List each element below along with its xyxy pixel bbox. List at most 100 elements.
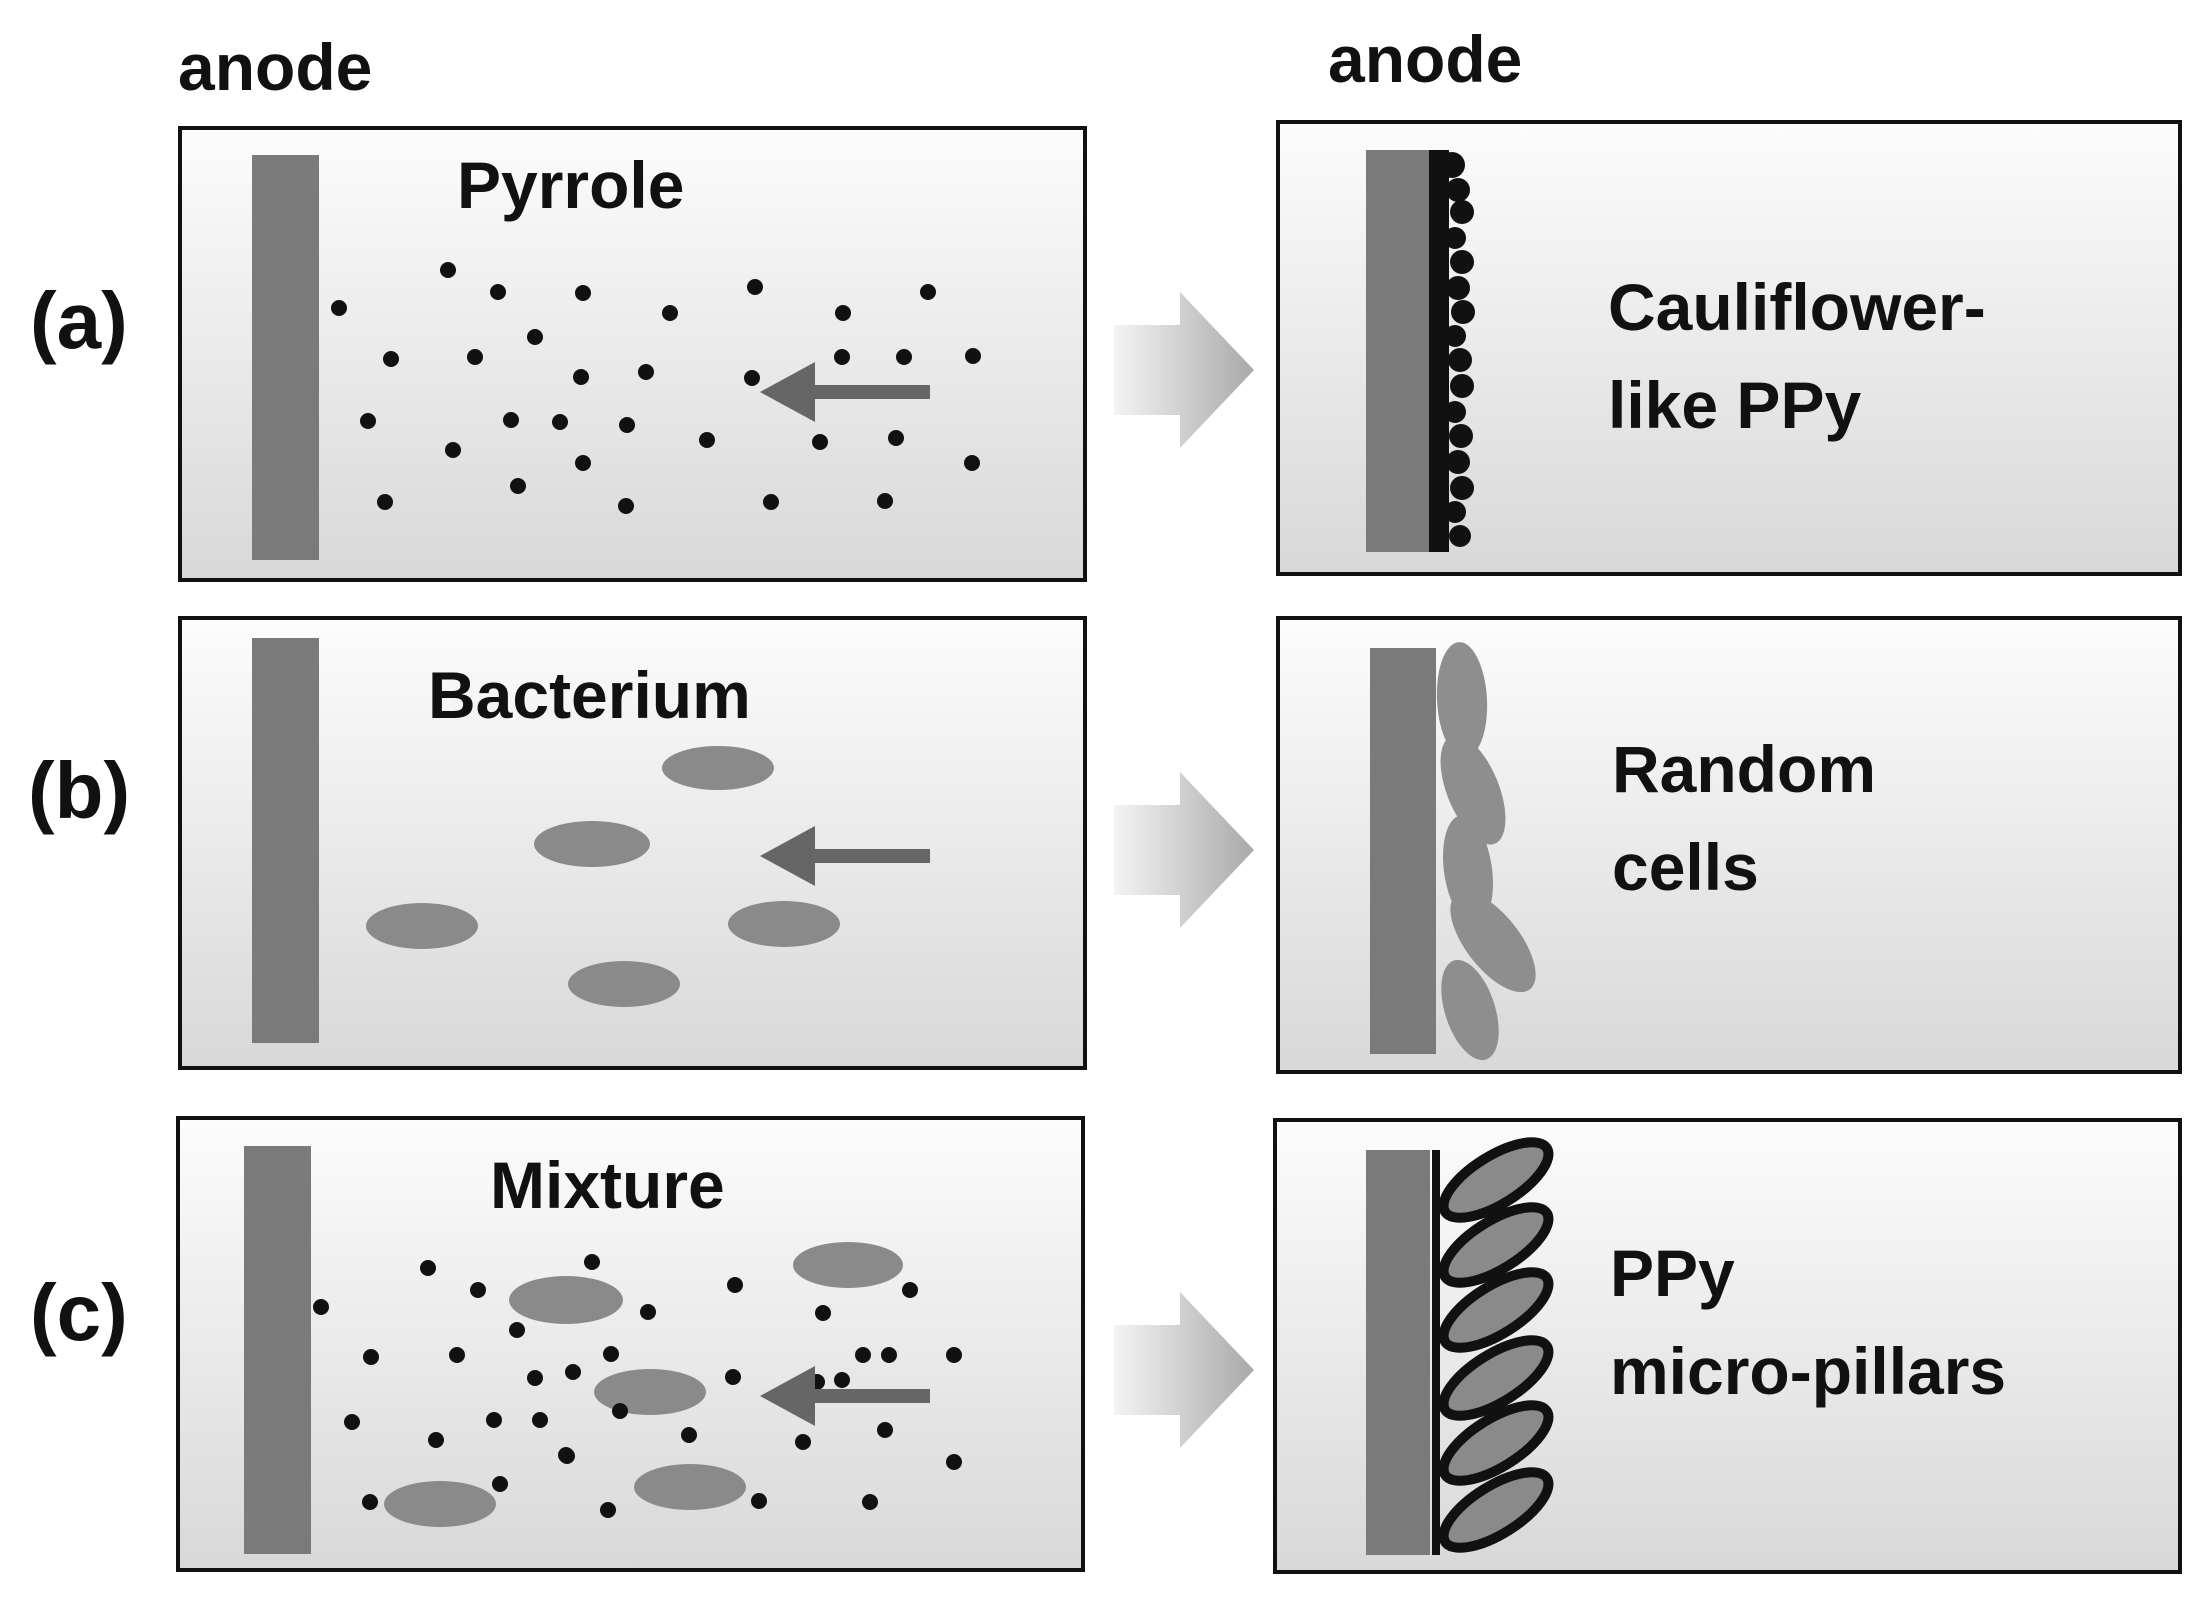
pyrrole-particle bbox=[763, 494, 779, 510]
row-a-transition-arrow bbox=[1114, 292, 1254, 448]
pyrrole-particle bbox=[559, 1448, 575, 1464]
pyrrole-particle bbox=[699, 432, 715, 448]
pyrrole-particle bbox=[946, 1347, 962, 1363]
pyrrole-particle bbox=[855, 1347, 871, 1363]
mixture-cell bbox=[384, 1481, 496, 1527]
row-b-migration-arrow bbox=[760, 826, 930, 886]
row-b-transition-arrow bbox=[1114, 772, 1254, 928]
mixture-cell bbox=[509, 1276, 623, 1324]
ppy-bump bbox=[1444, 401, 1466, 423]
pyrrole-particle bbox=[527, 1370, 543, 1386]
pyrrole-particle bbox=[377, 494, 393, 510]
pyrrole-particle bbox=[744, 370, 760, 386]
ppy-bump bbox=[1450, 200, 1474, 224]
pyrrole-particle bbox=[640, 1304, 656, 1320]
pyrrole-particle bbox=[440, 262, 456, 278]
row-c-migration-arrow bbox=[760, 1366, 930, 1426]
pyrrole-particle bbox=[492, 1476, 508, 1492]
pyrrole-particle bbox=[834, 349, 850, 365]
ppy-deposit-base bbox=[1429, 150, 1449, 552]
pyrrole-particle bbox=[877, 493, 893, 509]
header-anode-left: anode bbox=[178, 30, 372, 104]
pyrrole-particle bbox=[681, 1427, 697, 1443]
bacterium-cell bbox=[366, 903, 478, 949]
row-a-migration-arrow bbox=[760, 362, 930, 422]
pyrrole-particle bbox=[552, 414, 568, 430]
pyrrole-particle bbox=[896, 349, 912, 365]
row-b-input-panel: Bacterium bbox=[178, 616, 1087, 1070]
ppy-bump bbox=[1446, 450, 1470, 474]
pyrrole-particle bbox=[619, 417, 635, 433]
pyrrole-particle bbox=[420, 1260, 436, 1276]
pyrrole-particle bbox=[812, 434, 828, 450]
ppy-bump bbox=[1444, 325, 1466, 347]
pyrrole-particle bbox=[584, 1254, 600, 1270]
pyrrole-particle bbox=[815, 1305, 831, 1321]
pyrrole-particle bbox=[965, 348, 981, 364]
row-a-pyrrole-particles bbox=[331, 262, 981, 514]
row-a-input-panel: Pyrrole bbox=[178, 126, 1087, 582]
pyrrole-particle bbox=[603, 1346, 619, 1362]
pyrrole-particle bbox=[920, 284, 936, 300]
pyrrole-particle bbox=[575, 285, 591, 301]
ppy-bump bbox=[1448, 348, 1472, 372]
pyrrole-particle bbox=[362, 1494, 378, 1510]
pyrrole-particle bbox=[727, 1277, 743, 1293]
pyrrole-particle bbox=[964, 455, 980, 471]
pyrrole-particle bbox=[725, 1369, 741, 1385]
row-a-result-line1: Cauliflower- bbox=[1608, 270, 1986, 344]
row-a-result-electrode bbox=[1366, 150, 1429, 552]
pyrrole-particle bbox=[618, 498, 634, 514]
row-c-label: (c) bbox=[30, 1268, 128, 1357]
ppy-bump bbox=[1446, 276, 1470, 300]
pyrrole-particle bbox=[888, 430, 904, 446]
row-b-input-title: Bacterium bbox=[428, 658, 751, 732]
row-b-label: (b) bbox=[28, 746, 130, 835]
row-a-input-title: Pyrrole bbox=[457, 148, 684, 222]
mixture-cell bbox=[594, 1369, 706, 1415]
pyrrole-particle bbox=[449, 1347, 465, 1363]
row-b-result-panel: Random cells bbox=[1276, 616, 2182, 1074]
pyrrole-particle bbox=[573, 369, 589, 385]
row-c-result-line1: PPy bbox=[1610, 1236, 1735, 1310]
pyrrole-particle bbox=[881, 1347, 897, 1363]
pyrrole-particle bbox=[835, 305, 851, 321]
row-c-pyrrole-particles bbox=[313, 1254, 962, 1518]
row-c-input-panel: Mixture bbox=[176, 1116, 1085, 1572]
cauliflower-ppy-layer bbox=[1429, 150, 1475, 552]
ppy-bump bbox=[1449, 525, 1471, 547]
row-c-result-line2: micro-pillars bbox=[1610, 1334, 2006, 1408]
pyrrole-particle bbox=[503, 412, 519, 428]
pyrrole-particle bbox=[486, 1412, 502, 1428]
pyrrole-particle bbox=[510, 478, 526, 494]
row-c-anode-electrode bbox=[244, 1146, 311, 1554]
ppy-bump bbox=[1450, 250, 1474, 274]
ppy-micro-pillars bbox=[1438, 1137, 1554, 1553]
row-c-result-panel: PPy micro-pillars bbox=[1273, 1118, 2182, 1574]
row-b-result-electrode bbox=[1370, 648, 1436, 1054]
row-c-input-title: Mixture bbox=[490, 1148, 725, 1222]
bacterium-cell bbox=[534, 821, 650, 867]
row-a-anode-electrode bbox=[252, 155, 319, 560]
pyrrole-particle bbox=[747, 279, 763, 295]
pyrrole-particle bbox=[662, 305, 678, 321]
pyrrole-particle bbox=[600, 1502, 616, 1518]
pyrrole-particle bbox=[902, 1282, 918, 1298]
row-c-input-frame bbox=[176, 1116, 1085, 1572]
random-cells-layer bbox=[1436, 642, 1536, 1061]
row-a-result-line2: like PPy bbox=[1608, 368, 1861, 442]
row-c-result-electrode bbox=[1366, 1150, 1430, 1555]
pyrrole-particle bbox=[575, 455, 591, 471]
pyrrole-particle bbox=[470, 1282, 486, 1298]
row-a-result-panel: Cauliflower- like PPy bbox=[1276, 120, 2182, 576]
pyrrole-particle bbox=[751, 1493, 767, 1509]
ppy-bump bbox=[1444, 227, 1466, 249]
pyrrole-particle bbox=[344, 1414, 360, 1430]
row-b-result-line1: Random bbox=[1612, 732, 1876, 806]
mixture-cell bbox=[634, 1464, 746, 1510]
ppy-bump bbox=[1439, 152, 1465, 178]
pyrrole-particle bbox=[795, 1434, 811, 1450]
pyrrole-particle bbox=[946, 1454, 962, 1470]
bacterium-cell bbox=[662, 746, 774, 790]
